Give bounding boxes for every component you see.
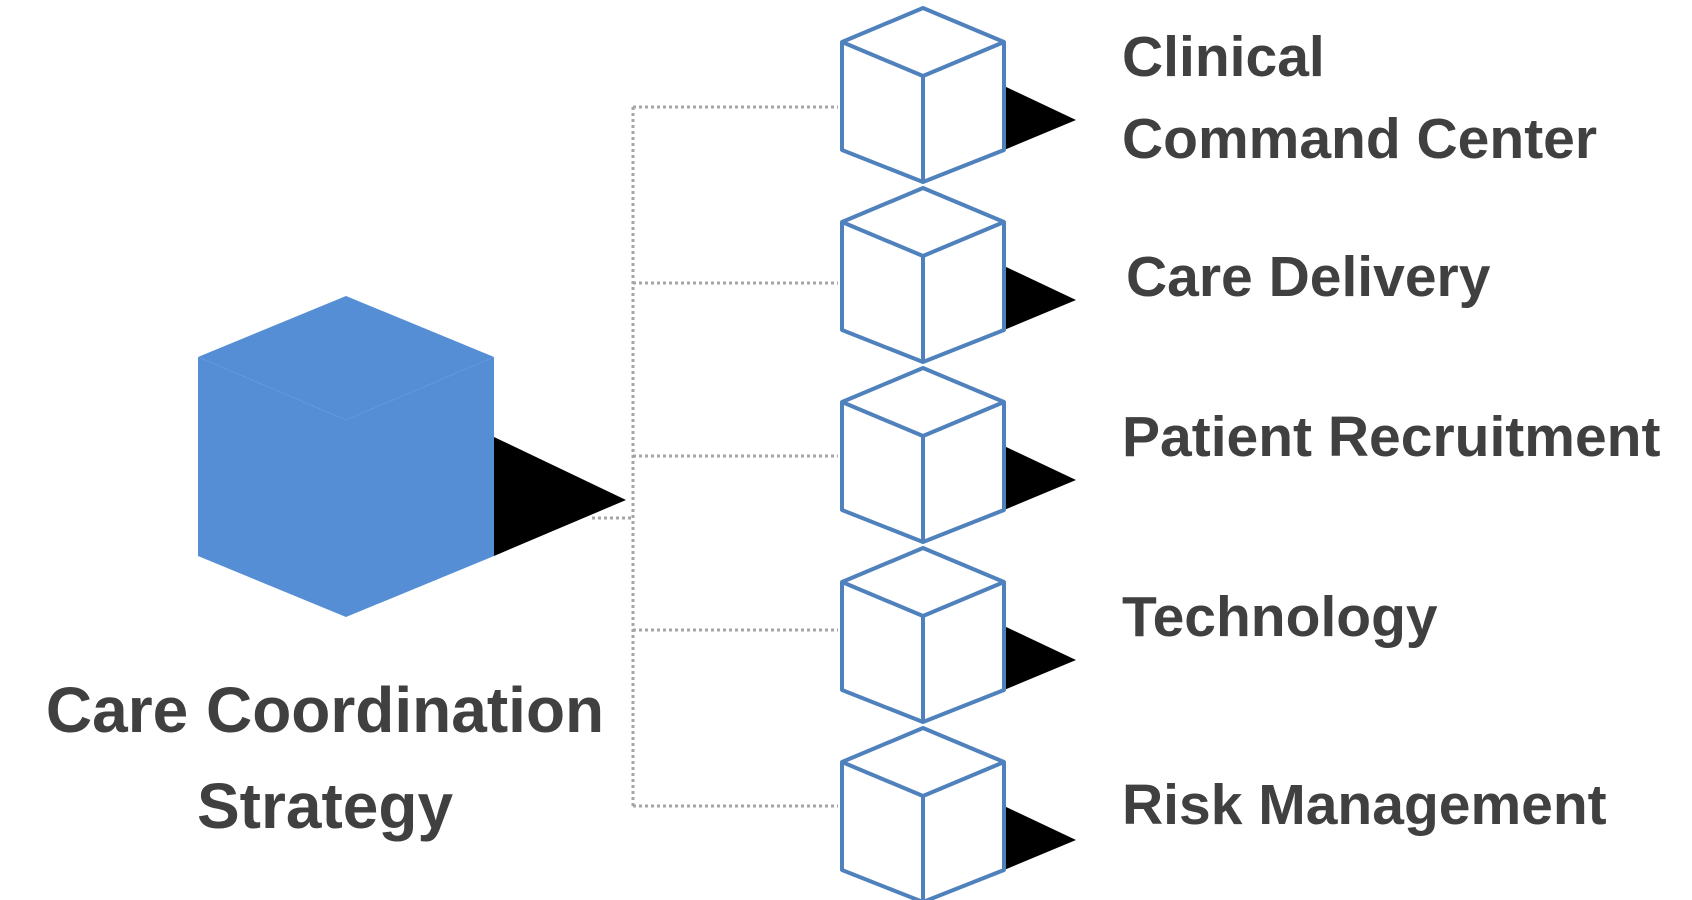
cube-outline-icon xyxy=(840,6,1006,184)
root-arrow-icon xyxy=(494,437,626,556)
branch-label-line-1: Patient Recruitment xyxy=(1122,405,1661,469)
branch-cube-2 xyxy=(840,366,1076,544)
root-label-line-2: Strategy xyxy=(196,770,454,842)
branch-label-clinical-command-center: Clinical Command Center xyxy=(1122,16,1597,180)
branch-label-care-delivery: Care Delivery xyxy=(1126,236,1490,318)
cube-outline-icon xyxy=(840,726,1006,900)
branch-label-line-2: Command Center xyxy=(1122,107,1598,171)
cube-outline-icon xyxy=(840,186,1006,364)
branch-label-patient-recruitment: Patient Recruitment xyxy=(1122,396,1660,478)
branch-cube-1 xyxy=(840,186,1076,364)
branch-cube-0 xyxy=(840,6,1076,184)
arrow-icon xyxy=(1004,266,1076,330)
root-label-line-1: Care Coordination xyxy=(45,674,605,746)
arrow-icon xyxy=(1004,806,1076,870)
branch-label-technology: Technology xyxy=(1122,576,1438,658)
branch-label-line-1: Care Delivery xyxy=(1126,245,1491,309)
arrow-icon xyxy=(1004,86,1076,150)
branch-label-line-1: Clinical xyxy=(1122,25,1325,89)
branch-cube-4 xyxy=(840,726,1076,900)
cube-outline-icon xyxy=(840,546,1006,724)
branch-label-line-1: Risk Management xyxy=(1122,773,1607,837)
branch-label-line-1: Technology xyxy=(1122,585,1438,649)
root-cube-icon xyxy=(198,296,494,617)
branch-label-risk-management: Risk Management xyxy=(1122,764,1607,846)
arrow-icon xyxy=(1004,626,1076,690)
connectors xyxy=(592,105,838,808)
branch-cube-3 xyxy=(840,546,1076,724)
arrow-icon xyxy=(1004,446,1076,510)
root-label: Care Coordination Strategy xyxy=(0,662,650,854)
cube-outline-icon xyxy=(840,366,1006,544)
